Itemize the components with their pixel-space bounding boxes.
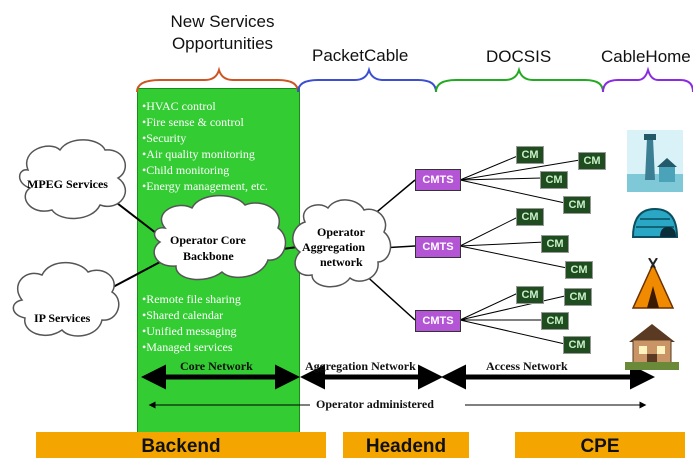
docsis-brace <box>435 66 604 93</box>
core-backbone-label-1: Operator Core <box>170 233 246 247</box>
headend-box: Headend <box>343 432 469 458</box>
service-item: •Energy management, etc. <box>142 179 268 193</box>
aggregation-network-label: Aggregation Network <box>305 359 416 373</box>
operator-core-cloud <box>153 194 287 281</box>
new-services-title-line1: New Services <box>170 12 275 31</box>
service-item: •Remote file sharing <box>142 292 241 306</box>
cm-box: CM <box>540 171 568 189</box>
cm-box: CM <box>516 146 544 164</box>
core-network-label: Core Network <box>180 359 253 373</box>
cpe-box: CPE <box>515 432 685 458</box>
house-icon <box>625 324 679 370</box>
cm-box: CM <box>563 336 591 354</box>
cm-box: CM <box>563 196 591 214</box>
service-item: •Shared calendar <box>142 308 224 322</box>
packetcable-brace <box>297 66 437 93</box>
service-item: •Air quality monitoring <box>142 147 255 161</box>
cm-box: CM <box>516 286 544 304</box>
cablehome-brace <box>602 66 693 93</box>
cablehome-label: CableHome <box>601 47 691 66</box>
access-network-label: Access Network <box>486 359 568 373</box>
mpeg-services-label: MPEG Services <box>27 177 108 191</box>
service-item: •Fire sense & control <box>142 115 244 129</box>
cm-box: CM <box>565 261 593 279</box>
aggregation-label-3: network <box>320 255 363 269</box>
mpeg-services-cloud <box>18 139 127 220</box>
ip-services-cloud <box>12 261 120 337</box>
cmts-box: CMTS <box>415 310 461 332</box>
cmts-box: CMTS <box>415 169 461 191</box>
cm-box: CM <box>541 235 569 253</box>
services-brace <box>136 66 299 93</box>
service-item: •Child monitoring <box>142 163 230 177</box>
services-list-top: •HVAC control •Fire sense & control •Sec… <box>142 98 268 194</box>
aggregation-label-1: Operator <box>317 225 365 239</box>
service-item: •Security <box>142 131 187 145</box>
cm-box: CM <box>541 312 569 330</box>
service-item: •HVAC control <box>142 99 216 113</box>
service-item: •Managed services <box>142 340 233 354</box>
backend-box: Backend <box>36 432 326 458</box>
ip-services-label: IP Services <box>34 311 91 325</box>
igloo-icon <box>631 207 679 238</box>
lighthouse-house-icon <box>627 130 683 192</box>
service-item: •Unified messaging <box>142 324 237 338</box>
core-backbone-label-2: Backbone <box>183 249 234 263</box>
cm-box: CM <box>564 288 592 306</box>
services-list-bottom: •Remote file sharing •Shared calendar •U… <box>142 291 241 355</box>
cm-box: CM <box>578 152 606 170</box>
teepee-icon <box>631 258 675 309</box>
operator-administered-label: Operator administered <box>316 397 434 411</box>
packetcable-label: PacketCable <box>312 46 409 65</box>
cmts-box: CMTS <box>415 236 461 258</box>
cm-box: CM <box>516 208 544 226</box>
docsis-label: DOCSIS <box>486 47 552 66</box>
new-services-title-line2: Opportunities <box>171 34 274 53</box>
aggregation-cloud <box>292 199 392 288</box>
aggregation-label-2: Aggregation <box>302 240 366 254</box>
